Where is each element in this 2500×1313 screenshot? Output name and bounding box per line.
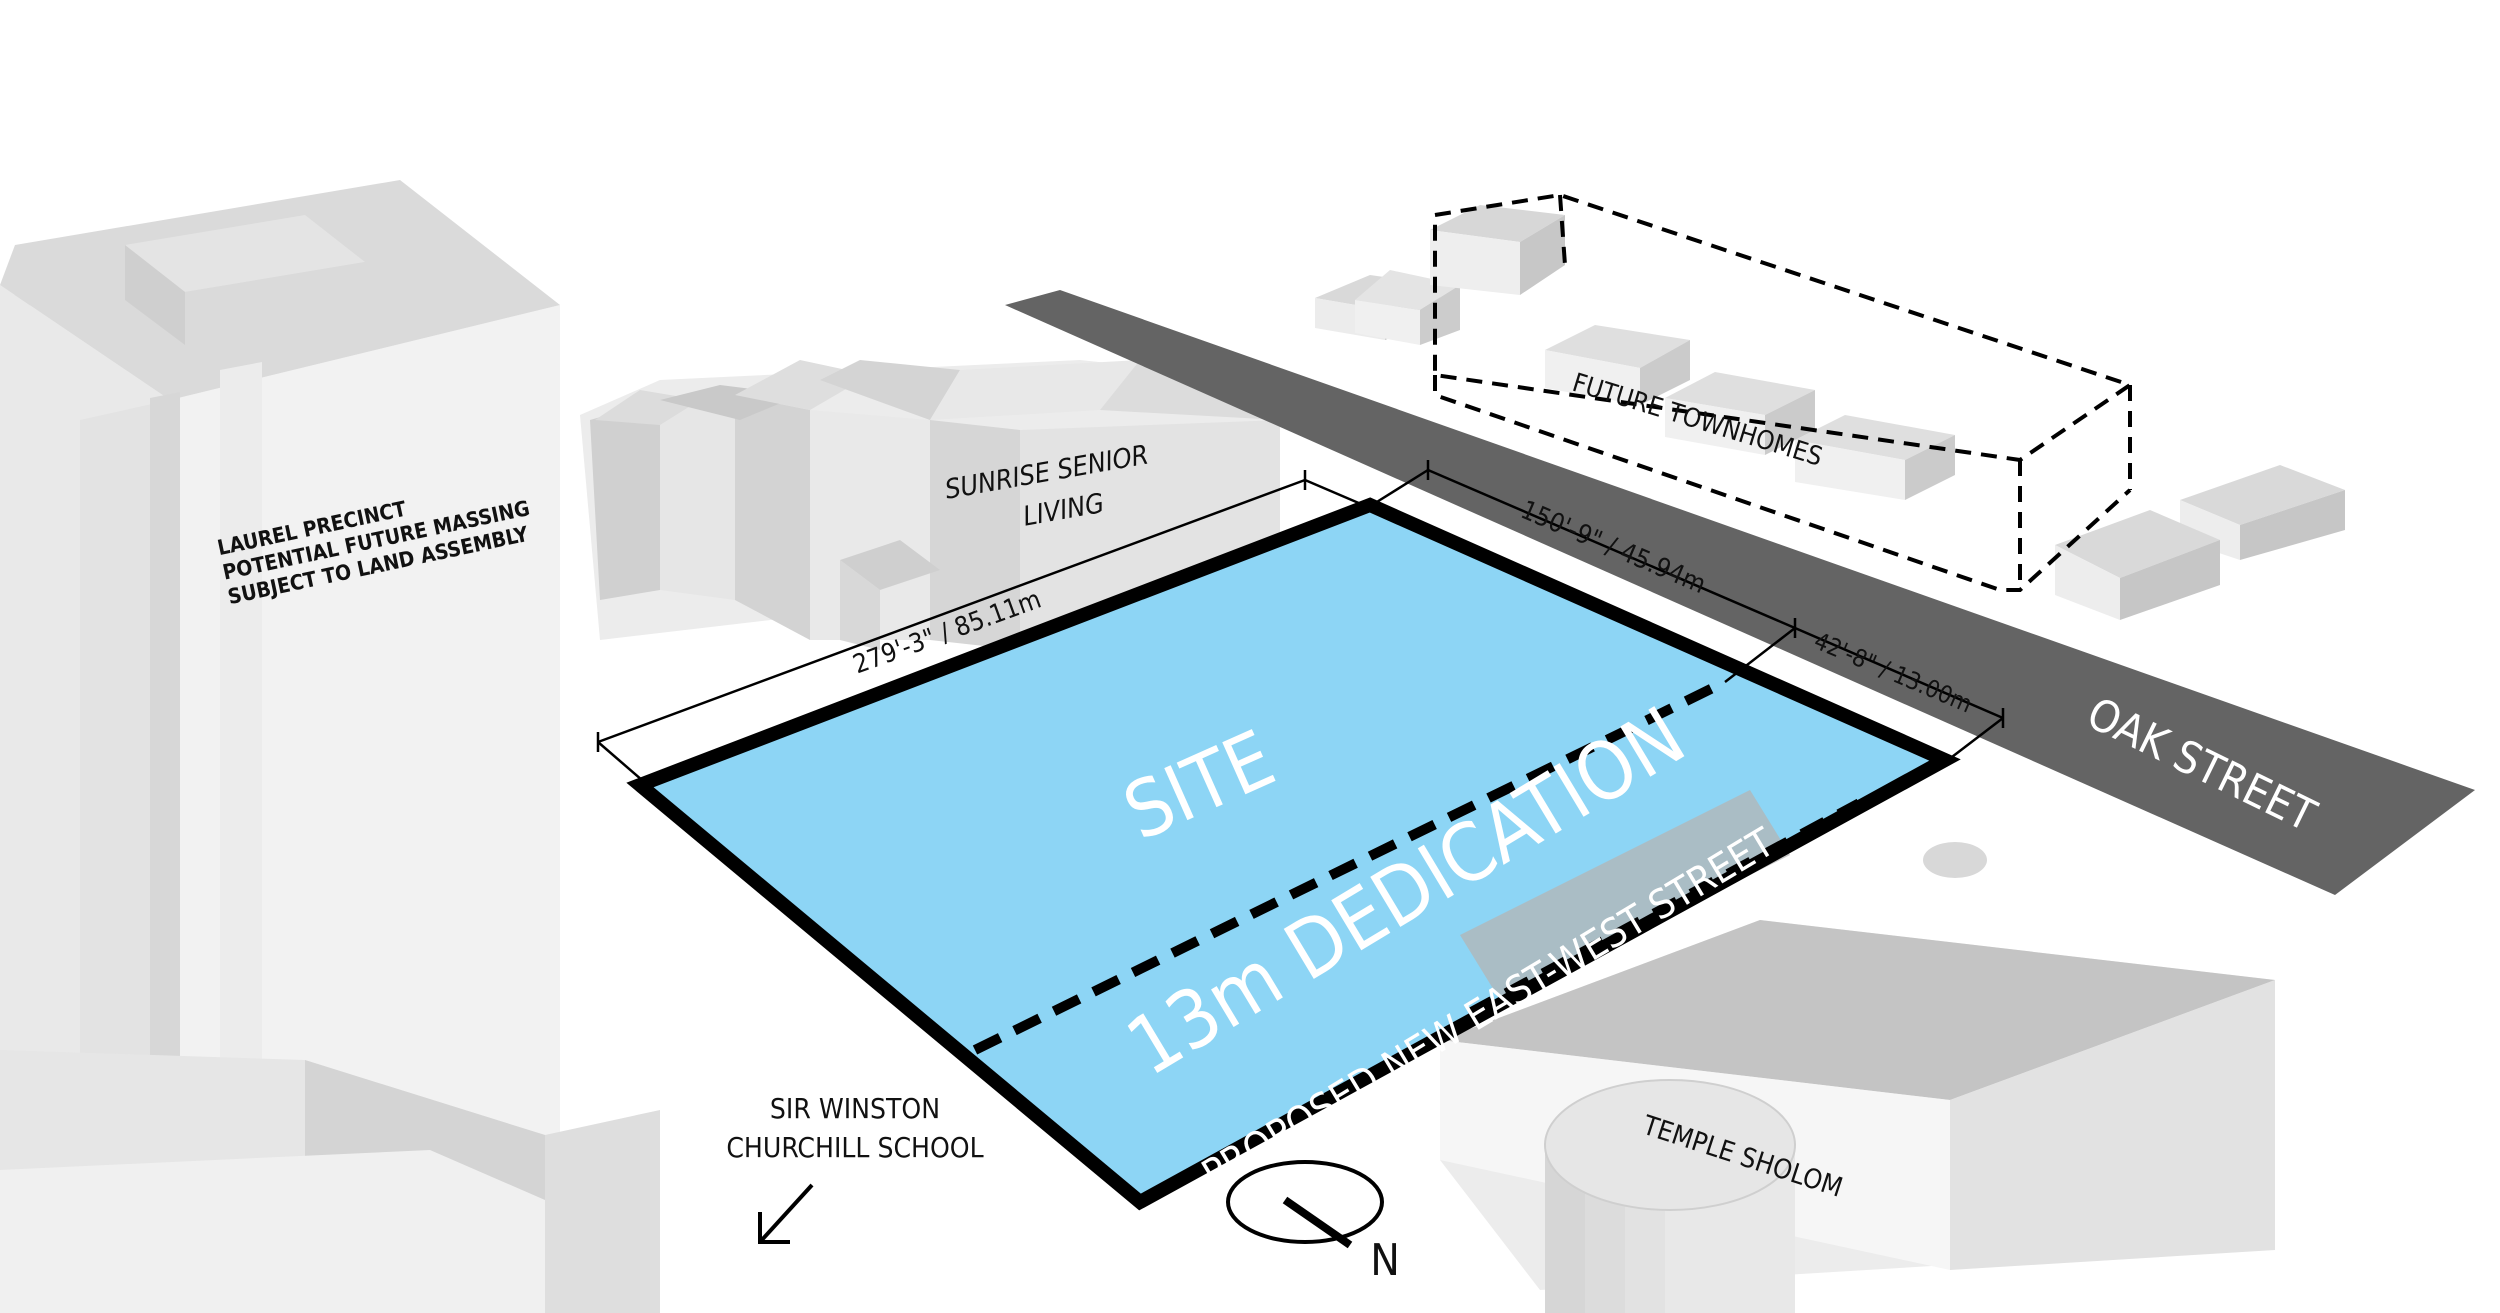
oak-street-road xyxy=(1005,290,2475,895)
temple-sholom-building xyxy=(1440,842,2275,1313)
school-label-line1: SIR WINSTON xyxy=(770,1092,940,1125)
north-arrow-icon xyxy=(1226,1160,1384,1249)
sunrise-senior-living-building xyxy=(580,360,1280,650)
school-label: SIR WINSTON CHURCHILL SCHOOL xyxy=(726,1092,983,1164)
north-label: N xyxy=(1370,1235,1400,1286)
site-parcel xyxy=(626,497,1961,1211)
existing-houses xyxy=(1315,205,2345,620)
future-townhomes-envelope xyxy=(1433,192,2135,592)
laurel-precinct-massing xyxy=(0,180,660,1313)
dimension-lines xyxy=(596,460,2005,788)
school-direction-arrow-icon xyxy=(758,1183,814,1244)
school-label-line2: CHURCHILL SCHOOL xyxy=(726,1131,983,1164)
